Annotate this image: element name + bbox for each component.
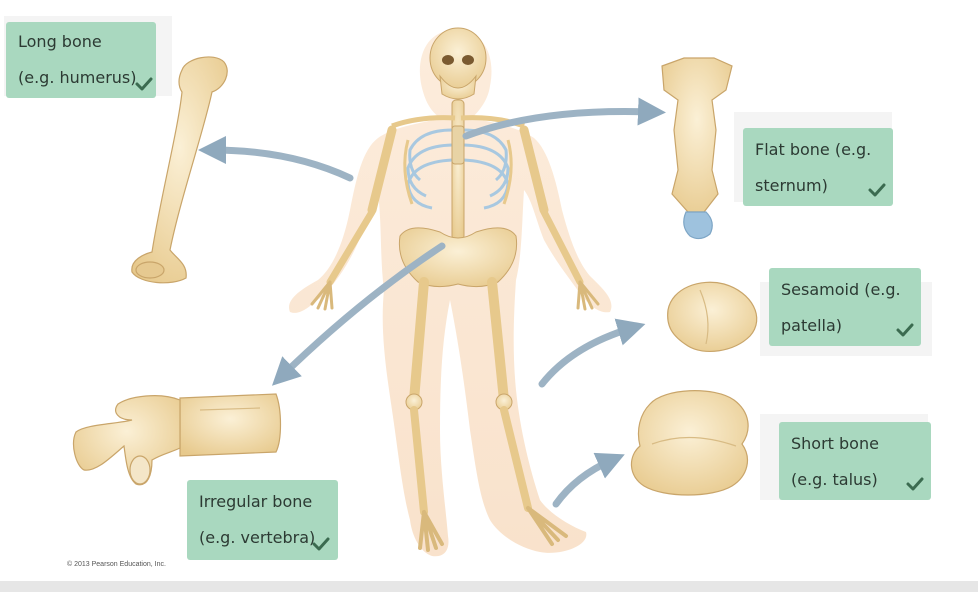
label-long-bone-line1: Long bone [18, 32, 102, 51]
label-flat-bone-line2: sternum) [755, 176, 828, 195]
label-flat-bone-line1: Flat bone (e.g. [755, 140, 872, 159]
check-icon [868, 183, 886, 197]
label-flat-bone[interactable]: Flat bone (e.g. sternum) [743, 128, 893, 206]
arrow-icon [538, 318, 646, 388]
talus-bone [630, 390, 749, 496]
label-irregular-bone-line2: (e.g. vertebra) [199, 528, 316, 547]
check-icon [906, 477, 924, 491]
check-icon [135, 77, 153, 91]
copyright-text: © 2013 Pearson Education, Inc. [67, 561, 166, 568]
label-short-bone-line1: Short bone [791, 434, 879, 453]
body-silhouette [289, 30, 612, 557]
arrow-icon [271, 242, 446, 386]
patella-bone [667, 281, 758, 353]
label-short-bone[interactable]: Short bone (e.g. talus) [779, 422, 931, 500]
label-long-bone-line2: (e.g. humerus) [18, 68, 137, 87]
humerus-bone [131, 56, 228, 284]
check-icon [896, 323, 914, 337]
vertebra-bone [72, 393, 282, 486]
label-irregular-bone-line1: Irregular bone [199, 492, 313, 511]
label-sesamoid-line2: patella) [781, 316, 843, 335]
bottom-bar [0, 581, 978, 592]
arrow-icon [462, 97, 666, 140]
sternum-bone [661, 57, 733, 240]
label-long-bone[interactable]: Long bone (e.g. humerus) [6, 22, 156, 98]
label-sesamoid[interactable]: Sesamoid (e.g. patella) [769, 268, 921, 346]
check-icon [312, 537, 330, 551]
arrow-icon [198, 136, 354, 182]
label-short-bone-line2: (e.g. talus) [791, 470, 878, 489]
label-sesamoid-line1: Sesamoid (e.g. [781, 280, 901, 299]
arrows [198, 97, 666, 508]
arrow-icon [552, 452, 625, 508]
label-irregular-bone[interactable]: Irregular bone (e.g. vertebra) [187, 480, 338, 560]
